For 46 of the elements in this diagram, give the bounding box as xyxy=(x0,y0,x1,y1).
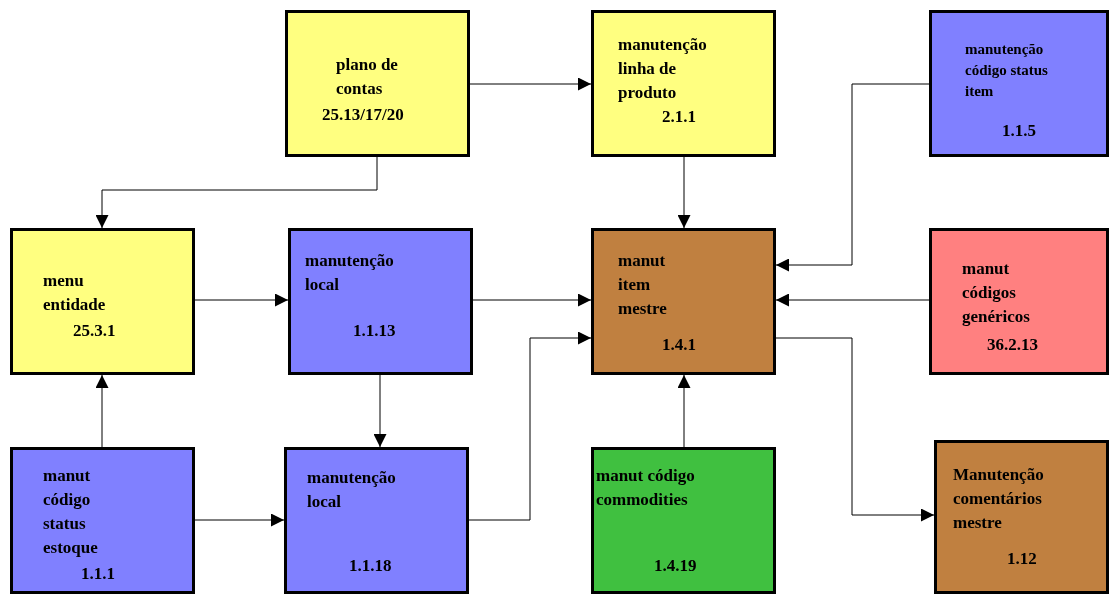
box-title: manutenção local xyxy=(305,250,395,296)
arrow xyxy=(194,293,289,307)
arrow xyxy=(194,513,285,527)
box-title: plano de contas xyxy=(336,54,399,100)
box-title: manutenção linha de produto xyxy=(618,34,708,104)
arrow xyxy=(677,374,691,448)
box-number: 1.4.19 xyxy=(654,555,698,577)
process-box xyxy=(929,228,1109,375)
process-box xyxy=(284,447,469,594)
arrow xyxy=(373,374,387,448)
process-box xyxy=(285,10,470,157)
box-title: manutenção local xyxy=(307,467,397,513)
box-number: 25.3.1 xyxy=(73,320,117,342)
box-number: 1.1.13 xyxy=(353,320,397,342)
box-number: 1.1.5 xyxy=(1002,120,1037,142)
box-title: manutenção código status item xyxy=(965,40,1049,101)
process-box xyxy=(934,440,1109,594)
arrow xyxy=(469,77,592,91)
arrow xyxy=(677,156,691,229)
arrow xyxy=(95,374,109,448)
box-title: menu entidade xyxy=(43,270,107,316)
box-number: 1.12 xyxy=(1007,548,1038,570)
box-number: 25.13/17/20 xyxy=(322,104,405,126)
box-number: 1.1.1 xyxy=(81,563,116,585)
box-title: manut código commodities xyxy=(596,465,696,511)
process-box xyxy=(591,447,776,594)
arrow xyxy=(775,83,930,272)
box-number: 1.1.18 xyxy=(349,555,393,577)
box-number: 2.1.1 xyxy=(662,106,697,128)
process-box xyxy=(288,228,473,375)
arrow xyxy=(95,156,378,229)
arrow xyxy=(775,337,935,522)
arrow xyxy=(472,293,592,307)
process-box xyxy=(10,228,195,375)
arrow xyxy=(775,293,930,307)
arrow xyxy=(468,331,592,521)
box-title: manut item mestre xyxy=(618,250,668,320)
process-box xyxy=(10,447,195,594)
box-number: 36.2.13 xyxy=(987,334,1039,356)
process-box xyxy=(929,10,1109,157)
process-box xyxy=(591,228,776,375)
box-title: manut códigos genéricos xyxy=(962,258,1031,328)
process-box xyxy=(591,10,776,157)
box-number: 1.4.1 xyxy=(662,334,697,356)
box-title: manut código status estoque xyxy=(43,465,99,559)
box-title: Manutenção comentários mestre xyxy=(953,464,1045,534)
